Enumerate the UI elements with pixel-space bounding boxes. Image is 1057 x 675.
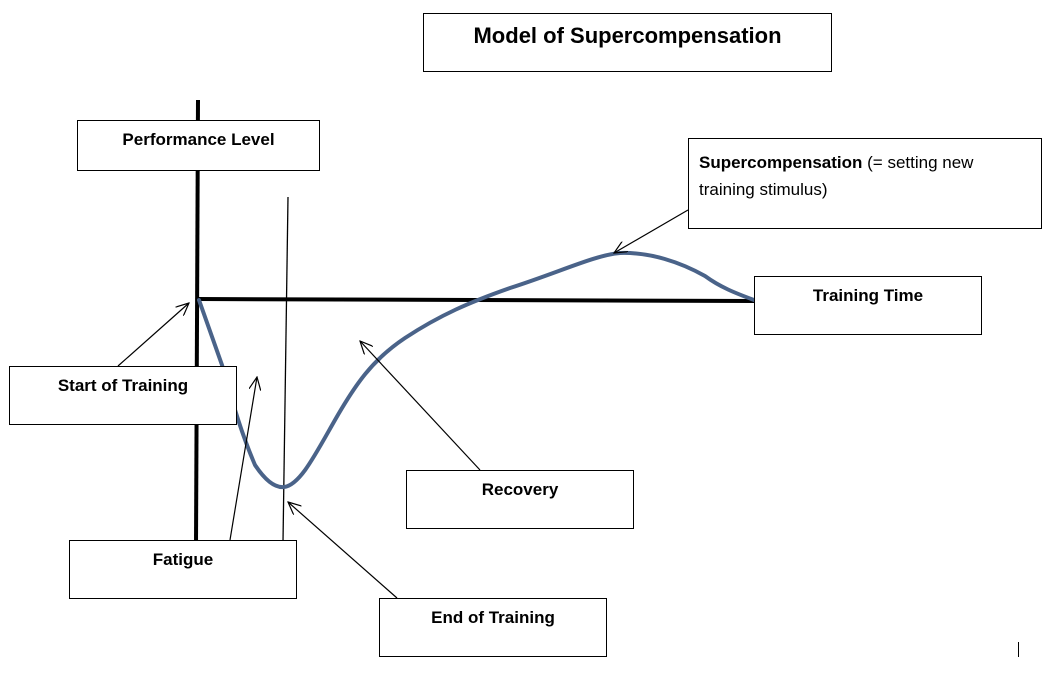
end-of-training-label: End of Training bbox=[379, 598, 607, 657]
fatigue-arrow bbox=[229, 377, 257, 541]
start-of-training-label: Start of Training bbox=[9, 366, 237, 425]
diagram-title: Model of Supercompensation bbox=[423, 13, 832, 72]
supercompensation-curve bbox=[197, 250, 756, 490]
start-of-training-arrow bbox=[117, 303, 189, 367]
fatigue-label: Fatigue bbox=[69, 540, 297, 599]
training-time-label: Training Time bbox=[754, 276, 982, 335]
text-cursor bbox=[1018, 642, 1019, 657]
end-of-training-arrow bbox=[288, 502, 398, 599]
recovery-label: Recovery bbox=[406, 470, 634, 529]
supercompensation-arrow bbox=[614, 209, 689, 253]
supercompensation-note: (= setting new training stimulus) bbox=[699, 153, 974, 199]
supercompensation-label: Supercompensation (= setting new trainin… bbox=[688, 138, 1042, 229]
supercompensation-term: Supercompensation bbox=[699, 153, 863, 172]
recovery-arrow bbox=[360, 341, 481, 471]
end-of-training-marker-line bbox=[282, 196, 289, 543]
performance-level-label: Performance Level bbox=[77, 120, 320, 171]
performance-axis bbox=[194, 99, 200, 546]
